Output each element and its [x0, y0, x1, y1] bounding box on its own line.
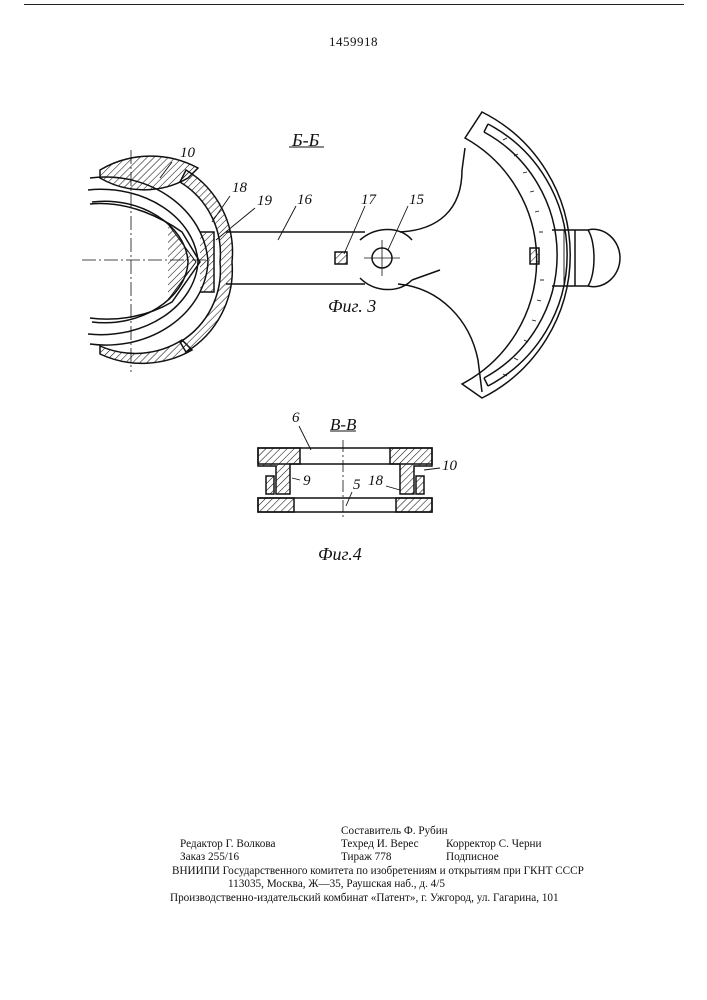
footer-publisher-line: Производственно-издательский комбинат «П…: [170, 892, 559, 905]
fig3-section-mark: Б-Б: [292, 131, 319, 149]
fig3-caption: Фиг. 3: [328, 297, 376, 315]
footer-editor: Редактор Г. Волкова: [180, 838, 275, 851]
square-17: [335, 252, 347, 264]
footer-compiler: Составитель Ф. Рубин: [341, 825, 448, 838]
figure-3: [82, 112, 620, 398]
footer-subscription: Подписное: [446, 851, 499, 864]
footer-org-line: ВНИИПИ Государственного комитета по изоб…: [172, 865, 584, 878]
fig3-label-10: 10: [180, 146, 195, 161]
fig4-label-6: 6: [292, 411, 300, 426]
fig4-label-9: 9: [303, 474, 311, 489]
footer-address-line: 113035, Москва, Ж—35, Раушская наб., д. …: [228, 878, 445, 891]
footer-corrector: Корректор С. Черни: [446, 838, 542, 851]
fig4-caption: Фиг.4: [318, 545, 362, 563]
fig3-label-16: 16: [297, 193, 312, 208]
footer-circulation: Тираж 778: [341, 851, 391, 864]
fig3-label-19: 19: [257, 194, 272, 209]
fig3-label-18: 18: [232, 181, 247, 196]
footer-techred: Техред И. Верес: [341, 838, 419, 851]
slider-block: [530, 248, 539, 264]
fig4-label-10: 10: [442, 459, 457, 474]
figure-4: [258, 431, 432, 518]
fig3-label-15: 15: [409, 193, 424, 208]
fig4-label-5: 5: [353, 478, 361, 493]
fig3-label-17: 17: [361, 193, 376, 208]
knob: [552, 229, 620, 286]
footer-order: Заказ 255/16: [180, 851, 239, 864]
fig4-label-18: 18: [368, 474, 383, 489]
fig4-section-mark: В-В: [330, 416, 356, 433]
